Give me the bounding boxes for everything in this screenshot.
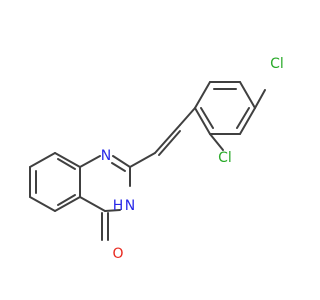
nitrogen-label: N <box>101 148 111 164</box>
bond <box>104 209 121 212</box>
chlorine-label: Cl <box>270 56 284 72</box>
bond <box>154 124 181 154</box>
bond <box>29 196 56 212</box>
hydrogen-label: H <box>113 198 124 214</box>
bond <box>57 194 76 206</box>
oxygen-label: O <box>112 246 123 262</box>
molecule-structure: Cl Cl N H N O <box>29 56 284 262</box>
bond <box>236 107 250 129</box>
bond <box>158 130 181 156</box>
bond <box>129 152 156 168</box>
bond <box>57 158 76 170</box>
bond <box>254 89 266 109</box>
bonds <box>29 81 266 241</box>
bond <box>79 196 106 212</box>
bond <box>194 107 211 135</box>
bond <box>79 155 101 168</box>
bond <box>54 196 81 212</box>
nitrogen-label: N <box>125 198 135 214</box>
bond <box>239 81 256 109</box>
chlorine-label: Cl <box>218 150 232 166</box>
bond <box>29 152 56 168</box>
bond <box>111 162 126 172</box>
bond <box>112 155 131 168</box>
bond <box>194 81 211 109</box>
bond <box>209 133 224 151</box>
bond <box>54 152 81 168</box>
atom-labels: Cl Cl N H N O <box>101 56 284 262</box>
bond <box>179 107 196 126</box>
bond <box>239 107 256 135</box>
bond <box>200 107 214 129</box>
